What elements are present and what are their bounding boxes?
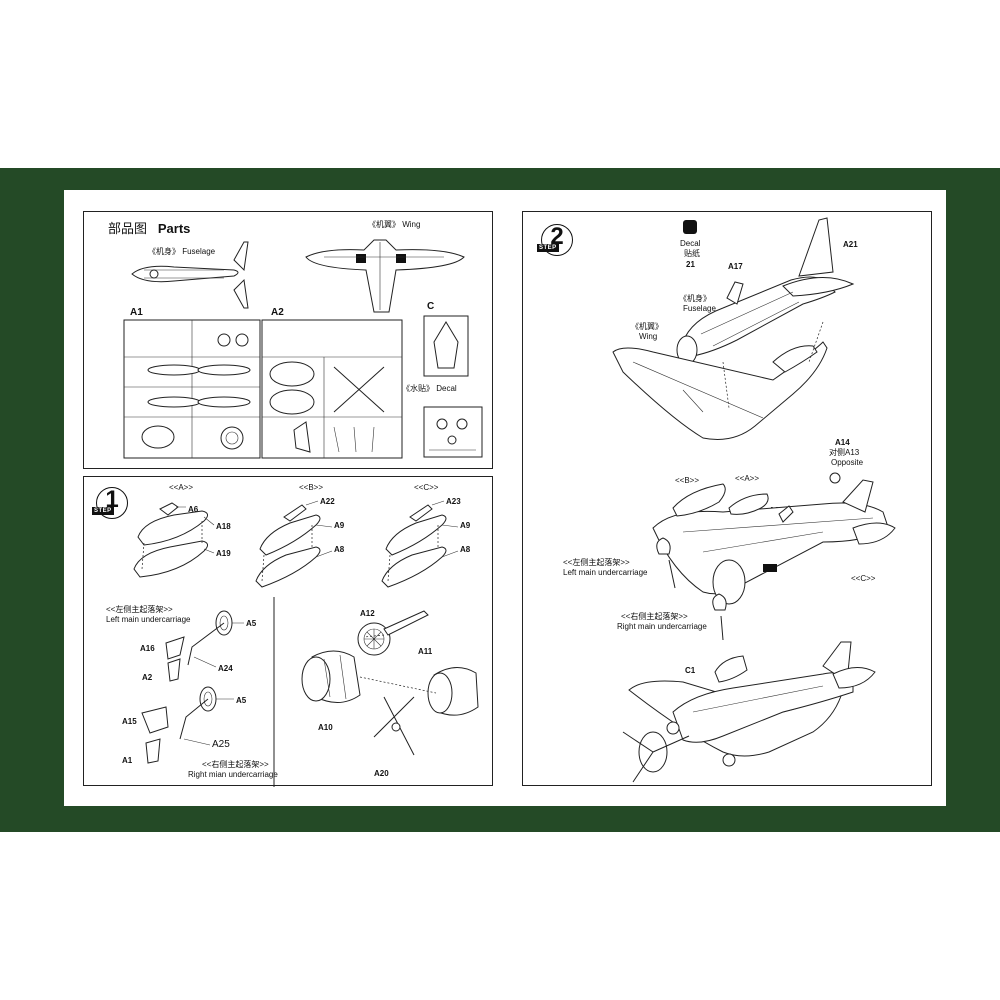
step1-group-c: <<C>> [414, 483, 439, 492]
step1-left-gear [165, 610, 244, 682]
step2-group-c: <<C>> [851, 574, 876, 583]
sprue-a2-drawing [261, 319, 403, 459]
sprue-a2-label: A2 [271, 307, 284, 318]
parts-drawings [123, 239, 483, 459]
step2-panel: 2 STEP Decal 贴纸 21 A21 A17 《机身》 Fuselage… [522, 211, 932, 786]
step2-drawings [612, 217, 896, 783]
step1-right-a15: A15 [122, 717, 137, 726]
step1-left-gear-en: Left main undercarriage [106, 615, 191, 624]
step1-a6: A6 [188, 505, 199, 514]
step2-decal-cn: 贴纸 [684, 249, 700, 258]
step1-tank-b [255, 500, 333, 588]
sprue-a1-drawing [123, 319, 261, 459]
step2-wing-drawing [612, 341, 828, 440]
step2-decal-icon [683, 220, 697, 234]
step1-left-a24: A24 [218, 664, 233, 673]
step2-fuselage-drawing [676, 217, 855, 365]
parts-title: 部品图 Parts [108, 218, 190, 237]
wing-label: 《机翼》 Wing [368, 220, 421, 229]
wing-drawing [305, 239, 465, 313]
sprue-c-drawing [423, 315, 469, 377]
step1-right-a25: A25 [212, 739, 230, 750]
step1-a19: A19 [216, 549, 231, 558]
sprue-c-label: C [427, 301, 435, 312]
step1-tank-a [133, 502, 215, 578]
sprue-a1-label: A1 [130, 307, 143, 318]
step2-decal-en: Decal [680, 239, 701, 248]
step2-assembly-middle [652, 472, 896, 641]
step1-right-gear-cn: <<右侧主起落架>> [202, 760, 269, 769]
step1-a10: A10 [318, 723, 333, 732]
parts-panel: 部品图 Parts 《机身》 Fuselage 《机翼》 Wing A1 A2 … [83, 211, 493, 469]
step2-group-b: <<B>> [675, 476, 700, 485]
step1-right-a1: A1 [122, 756, 133, 765]
step2-right-gear-en: Right main undercarriage [617, 622, 707, 631]
step2-opposite-en: Opposite [831, 458, 864, 467]
step2-fuselage-en: Fuselage [683, 304, 716, 313]
decal-label: 《水贴》 Decal [402, 384, 457, 393]
step2-decal-num: 21 [686, 260, 695, 269]
step2-a17: A17 [728, 262, 743, 271]
step1-right-gear [141, 686, 234, 764]
step1-left-a5: A5 [246, 619, 257, 628]
step1-engine [301, 610, 479, 756]
step1-tank-c [381, 500, 459, 588]
step2-fuselage-cn: 《机身》 [679, 294, 711, 303]
step1-group-b: <<B>> [299, 483, 324, 492]
step2-number: 2 [550, 223, 564, 250]
step1-left-a2: A2 [142, 673, 153, 682]
step1-a8-c: A8 [460, 545, 471, 554]
step2-right-gear-cn: <<右侧主起落架>> [621, 612, 688, 621]
step1-drawings [133, 500, 479, 787]
step2-a14: A14 [835, 438, 850, 447]
step1-a9-b: A9 [334, 521, 345, 530]
step1-right-a5: A5 [236, 696, 247, 705]
step2-wing-cn: 《机翼》 [631, 322, 663, 331]
step2-left-gear-cn: <<左侧主起落架>> [563, 558, 630, 567]
step1-number: 1 [105, 486, 119, 513]
instruction-sheet: 部品图 Parts 《机身》 Fuselage 《机翼》 Wing A1 A2 … [64, 190, 946, 806]
step1-a23: A23 [446, 497, 461, 506]
step2-badge: 2 STEP [537, 223, 577, 260]
fuselage-label: 《机身》 Fuselage [148, 247, 216, 256]
step1-badge: 1 STEP [92, 486, 132, 523]
step2-left-gear-en: Left main undercarriage [563, 568, 648, 577]
step2-c1: C1 [685, 666, 696, 675]
step1-right-gear-en: Right mian undercarriage [188, 770, 278, 779]
parts-title-cn: 部品图 [108, 221, 148, 236]
step2-a21: A21 [843, 240, 858, 249]
step2-wing-en: Wing [639, 332, 658, 341]
step1-a9-c: A9 [460, 521, 471, 530]
step2-assembly-bottom [622, 641, 876, 783]
step2-opposite-cn: 对侧A13 [829, 448, 860, 457]
step1-a11: A11 [418, 647, 433, 656]
step1-word: STEP [92, 507, 114, 515]
step1-a18: A18 [216, 522, 231, 531]
decal-sheet-drawing [423, 406, 483, 458]
step1-left-gear-cn: <<左侧主起落架>> [106, 605, 173, 614]
step1-left-a16: A16 [140, 644, 155, 653]
step2-group-a: <<A>> [735, 474, 760, 483]
step1-a12: A12 [360, 609, 375, 618]
step1-a22: A22 [320, 497, 335, 506]
step1-a8-b: A8 [334, 545, 345, 554]
step1-group-a: <<A>> [169, 483, 194, 492]
step1-panel: 1 STEP <<A>> <<B>> <<C>> A6 A18 A19 A22 … [83, 476, 493, 787]
step2-word: STEP [537, 244, 559, 252]
fuselage-drawing [131, 241, 249, 309]
parts-title-en: Parts [157, 221, 191, 236]
step1-a20: A20 [374, 769, 389, 778]
